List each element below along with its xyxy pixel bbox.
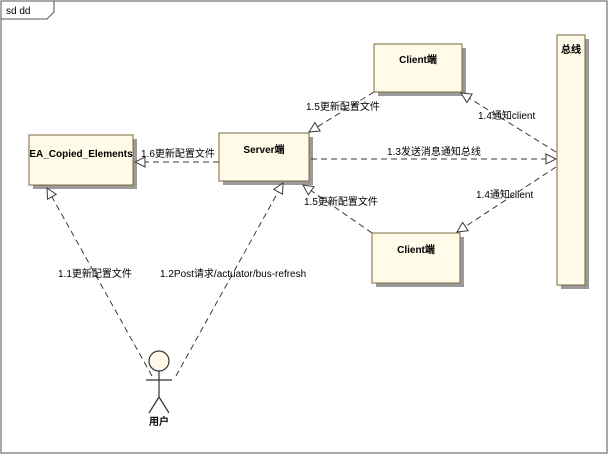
client-bottom-box[interactable]: Client端 [371, 232, 464, 287]
box-body [28, 134, 134, 186]
server-label: Server端 [243, 143, 284, 156]
actor-leg-right [158, 396, 170, 414]
actor-leg-left [148, 396, 160, 414]
client-top-box[interactable]: Client端 [373, 43, 466, 96]
frame-title: sd dd [6, 6, 30, 17]
message-1-5-bottom-line[interactable] [303, 185, 373, 234]
box-body [556, 34, 586, 286]
message-1-4-top-line[interactable] [461, 93, 557, 153]
user-actor[interactable]: 用户 [146, 350, 172, 428]
box-body [373, 43, 463, 93]
box-body [371, 232, 461, 284]
message-1-4-bottom-label: 1.4通知client [476, 188, 533, 201]
bus-label: 总线 [561, 43, 581, 56]
message-1-5-bottom-label: 1.5更新配置文件 [304, 195, 378, 208]
message-1-1-label: 1.1更新配置文件 [58, 267, 132, 280]
actor-head [148, 350, 170, 372]
message-1-3-label: 1.3发送消息通知总线 [387, 145, 481, 158]
ea-copied-elements-label: EA_Copied_Elements [29, 149, 133, 160]
message-1-2-line[interactable] [175, 183, 283, 377]
message-1-5-top-line[interactable] [309, 91, 375, 132]
client-top-label: Client端 [399, 53, 437, 66]
actor-label: 用户 [148, 415, 169, 428]
message-1-6-label: 1.6更新配置文件 [141, 147, 215, 160]
ea-copied-elements-box[interactable]: EA_Copied_Elements [28, 134, 137, 189]
message-1-5-top-label: 1.5更新配置文件 [306, 100, 380, 113]
message-1-2-label: 1.2Post请求/actuator/bus-refresh [160, 267, 306, 280]
message-1-1-line[interactable] [47, 188, 153, 377]
bus-box[interactable]: 总线 [556, 34, 589, 289]
box-body [218, 132, 310, 182]
message-1-4-top-label: 1.4通知client [478, 109, 535, 122]
server-box[interactable]: Server端 [218, 132, 313, 185]
client-bottom-label: Client端 [397, 243, 435, 256]
frame-title-tab [0, 0, 55, 20]
